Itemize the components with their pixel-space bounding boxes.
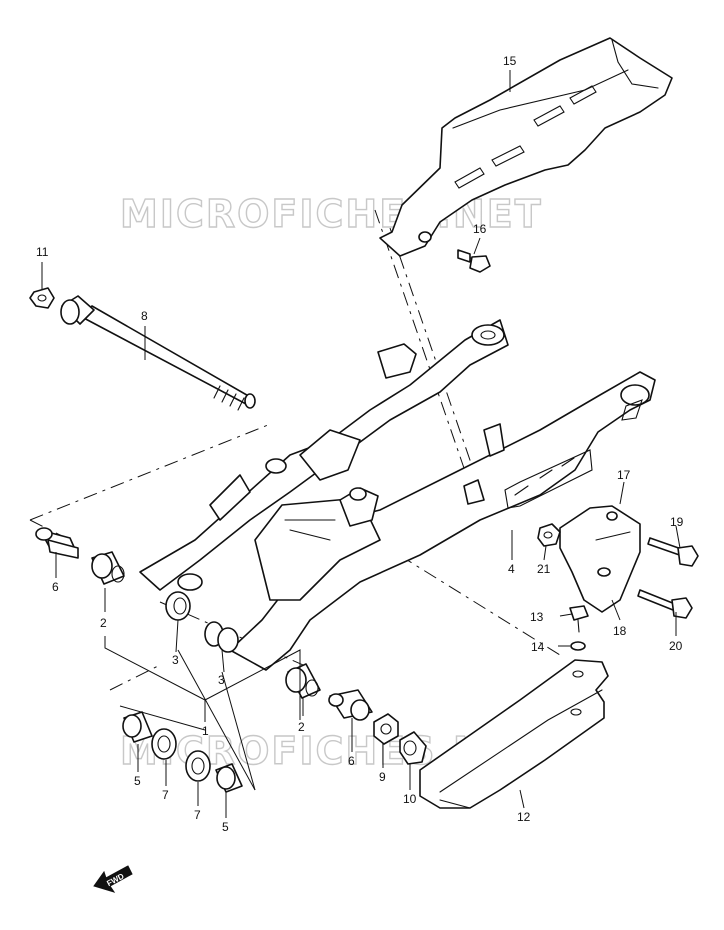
pivot-shaft	[60, 295, 256, 411]
buffer-screw	[569, 605, 589, 633]
callout-16: 16	[473, 222, 487, 236]
callout-1: 1	[202, 724, 209, 738]
callout-12: 12	[517, 810, 531, 824]
pivot-nut	[373, 713, 399, 745]
dust-seal-collar-left	[35, 527, 79, 559]
callout-20: 20	[669, 639, 683, 653]
callout-numbers: 1 2 2 3 3 4 5 5 6 6 7 7 8 9 10 11 12 13 …	[36, 54, 684, 834]
bracket-bolt-lower	[637, 589, 693, 619]
dust-seal-collar-right	[328, 689, 373, 721]
callout-3-left: 3	[172, 653, 179, 667]
callout-6-right: 6	[348, 754, 355, 768]
callout-7-left: 7	[162, 788, 169, 802]
chain-buffer	[419, 659, 609, 809]
callout-18: 18	[613, 624, 627, 638]
spacer-right	[204, 621, 239, 653]
pivot-cap	[399, 731, 427, 765]
bushing-group-left	[122, 711, 177, 760]
callout-15: 15	[503, 54, 517, 68]
buffer-washer	[570, 641, 586, 651]
callout-5-left: 5	[134, 774, 141, 788]
bracket-bolt-upper	[647, 537, 699, 567]
callout-14: 14	[531, 640, 545, 654]
bushing-group-right	[185, 750, 243, 793]
callout-10: 10	[403, 792, 417, 806]
callout-7-right: 7	[194, 808, 201, 822]
chain-case	[379, 37, 673, 257]
callout-9: 9	[379, 770, 386, 784]
callout-2-left: 2	[100, 616, 107, 630]
chain-case-bolt	[457, 249, 491, 273]
callout-4: 4	[508, 562, 515, 576]
callout-6-left: 6	[52, 580, 59, 594]
bearing-left	[91, 551, 125, 585]
adjuster-nut	[537, 523, 561, 547]
callout-13: 13	[530, 610, 544, 624]
callout-21: 21	[537, 562, 551, 576]
leader-lines	[41, 70, 681, 818]
callout-11: 11	[36, 245, 49, 259]
callout-5-right: 5	[222, 820, 229, 834]
spacer-left	[165, 591, 191, 621]
swingarm	[139, 319, 656, 671]
chain-adjuster-bracket	[559, 505, 641, 613]
callout-8: 8	[141, 309, 148, 323]
callout-17: 17	[617, 468, 631, 482]
forward-direction-arrow: FWD	[93, 865, 133, 893]
callout-2-right: 2	[298, 720, 305, 734]
callout-3-right: 3	[218, 673, 225, 687]
bearing-right	[285, 663, 321, 699]
swingarm-nut	[29, 287, 55, 309]
callout-19: 19	[670, 515, 684, 529]
